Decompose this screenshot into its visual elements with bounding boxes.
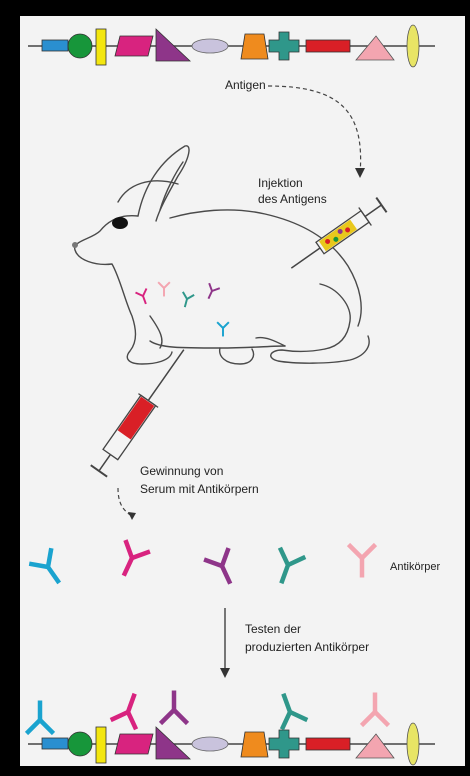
rabbit-antibodies: [136, 282, 229, 336]
antigen-magenta-parallelogram: [115, 36, 153, 56]
antigen-yellow-rect: [96, 29, 106, 65]
antibody-magenta: [112, 540, 150, 581]
antigen-strip-top: [28, 25, 435, 67]
testing-arrowhead: [220, 668, 230, 678]
antigen-lavender-ellipse: [192, 39, 228, 53]
antigen-strip-bottom: [28, 723, 435, 765]
antigen-green-circle: [68, 34, 92, 58]
label-antibodies: Antikörper: [390, 560, 440, 575]
antigen-purple-triangle: [156, 29, 190, 61]
extraction-syringe: [89, 343, 194, 478]
antigen-blue-rect: [42, 40, 68, 51]
antibody-purple: [204, 548, 242, 589]
label-harvest-line1: Gewinnung von: [140, 464, 223, 479]
rabbit-nose: [72, 242, 78, 248]
diagram-panel: Antigen Injektion des Antigens Gewinnung…: [20, 16, 465, 766]
bound-antibodies: [27, 689, 389, 733]
antibody-teal: [269, 548, 306, 588]
label-injection-line1: Injektion: [258, 176, 303, 191]
antigen-arrowhead: [355, 168, 365, 178]
antibody-cyan: [29, 548, 70, 591]
injection-syringe: [285, 196, 388, 277]
antigen-teal-cross: [269, 32, 299, 60]
label-harvest-line2: Serum mit Antikörpern: [140, 482, 259, 497]
harvest-arrowhead: [128, 512, 136, 520]
antigen-orange-trapezoid: [241, 34, 268, 59]
antigen-red-rect: [306, 40, 350, 52]
antigen-arrow: [268, 86, 361, 174]
rabbit-drawing: [75, 146, 369, 364]
antigen-pink-triangle: [356, 36, 394, 60]
antigen-lime-ellipse: [407, 25, 419, 67]
label-testing-line2: produzierten Antikörper: [245, 640, 369, 655]
antibody-pink: [349, 545, 376, 578]
diagram-canvas: [20, 16, 465, 766]
label-antigen: Antigen: [225, 78, 266, 93]
antibody-row: [29, 540, 375, 591]
label-testing-line1: Testen der: [245, 622, 301, 637]
harvest-arrow: [118, 488, 132, 516]
label-injection-line2: des Antigens: [258, 192, 327, 207]
rabbit-eye: [112, 217, 128, 229]
